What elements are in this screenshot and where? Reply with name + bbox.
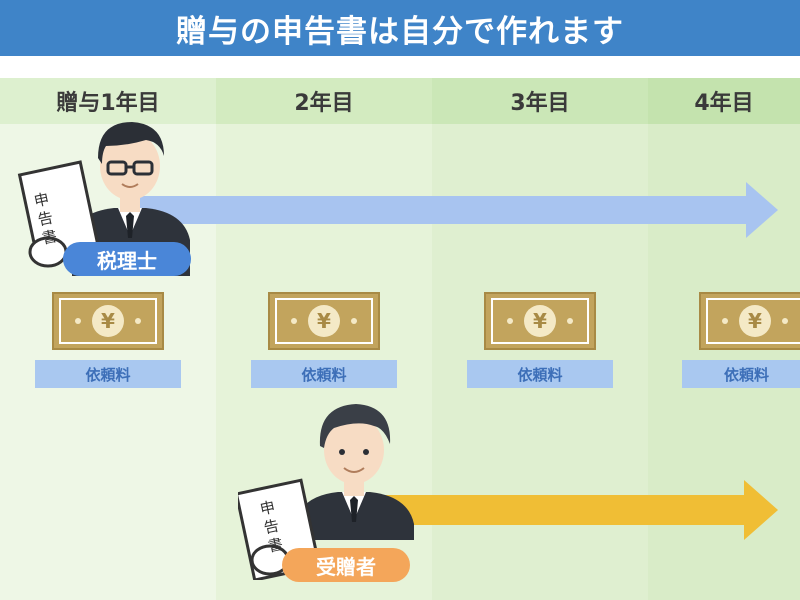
column-header-year-2: 2年目 — [216, 78, 432, 124]
yen-bill-shape — [699, 292, 800, 350]
yen-bill-shape — [484, 292, 596, 350]
fee-label: 依頼料 — [682, 360, 800, 388]
yellow-arrow — [360, 480, 778, 540]
yen-bill-icon: ¥ — [699, 292, 800, 350]
column-header-year-4: 4年目 — [648, 78, 800, 124]
page-title: 贈与の申告書は自分で作れます — [0, 0, 800, 56]
yen-symbol: ¥ — [533, 309, 547, 333]
yen-symbol: ¥ — [317, 309, 331, 333]
recipient-badge: 受贈者 — [282, 548, 410, 582]
fee-label: 依頼料 — [467, 360, 613, 388]
column-header-year-1: 贈与1年目 — [0, 78, 216, 124]
yen-symbol: ¥ — [101, 309, 115, 333]
yen-symbol: ¥ — [748, 309, 762, 333]
fee-label: 依頼料 — [35, 360, 181, 388]
yen-bill-shape — [52, 292, 164, 350]
column-header-year-3: 3年目 — [432, 78, 648, 124]
recipient-figure — [238, 404, 414, 580]
fee-label: 依頼料 — [251, 360, 397, 388]
yen-bill-icon: ¥ — [268, 292, 380, 350]
yen-bill-icon: ¥ — [52, 292, 164, 350]
tax-accountant-badge: 税理士 — [63, 242, 191, 276]
yen-bill-icon: ¥ — [484, 292, 596, 350]
yen-bill-shape — [268, 292, 380, 350]
title-spacer — [0, 56, 800, 78]
blue-arrow — [130, 182, 778, 238]
